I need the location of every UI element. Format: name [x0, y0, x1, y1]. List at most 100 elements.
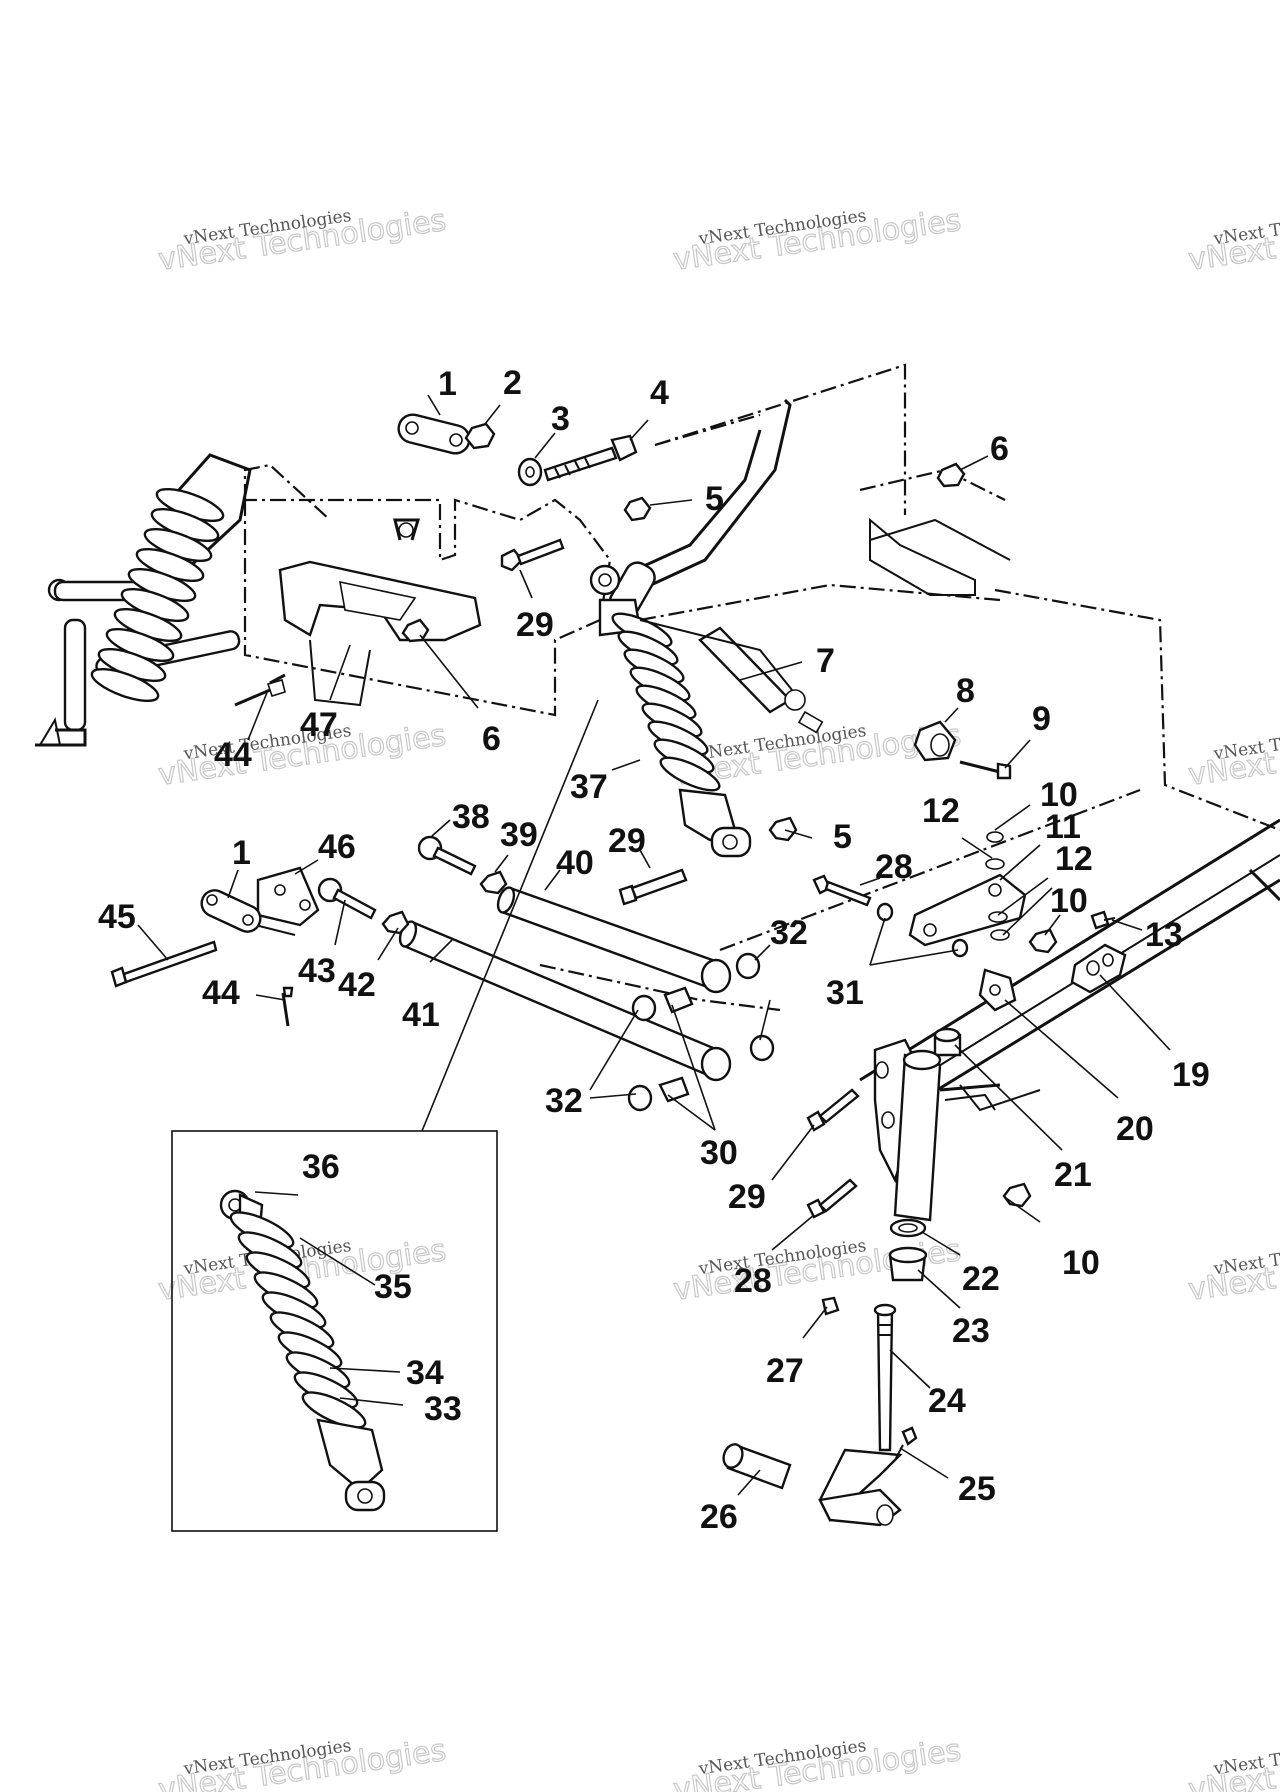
callout-21: 21 [1054, 1156, 1092, 1194]
part-28-bolt-upper [812, 874, 872, 907]
callout-12: 12 [922, 792, 960, 830]
part-44-pin-lower [281, 986, 294, 1027]
callout-26: 26 [700, 1498, 738, 1536]
part-27-screw [821, 1296, 840, 1316]
inset-shock-absorber [219, 1189, 386, 1512]
callout-44: 44 [214, 736, 252, 774]
part-21-bushing [933, 1027, 962, 1057]
callout-32: 32 [770, 914, 808, 952]
callout-6: 6 [990, 430, 1009, 468]
left-coil-spring [90, 487, 225, 703]
watermark: vNext Technologies vNext Technologies [156, 1732, 449, 1792]
part-29-bolt-upper [500, 538, 565, 572]
callout-35: 35 [374, 1268, 412, 1306]
part-callouts: 1 2 3 4 5 6 29 7 8 9 47 6 44 37 10 12 11… [98, 364, 1210, 1536]
watermark: vNext Technologies vNext Technologies [156, 202, 449, 278]
upper-control-arm [639, 619, 824, 734]
callout-7: 7 [816, 642, 835, 680]
callout-36: 36 [302, 1148, 340, 1186]
callout-10: 10 [1062, 1244, 1100, 1282]
part-23-bushing [888, 1246, 928, 1282]
callout-30: 30 [700, 1134, 738, 1172]
shock-detail-inset [171, 699, 599, 1532]
watermark: vNext Technologies vNext Technologies [671, 202, 964, 278]
callout-28: 28 [734, 1262, 772, 1300]
lower-frame-line [719, 788, 1141, 952]
callout-3: 3 [551, 400, 570, 438]
callout-34: 34 [406, 1354, 444, 1392]
callout-31: 31 [826, 974, 864, 1012]
callout-33: 33 [424, 1390, 462, 1428]
callout-1: 1 [438, 365, 457, 403]
callout-10: 10 [1040, 776, 1078, 814]
inset-frame [171, 1130, 498, 1532]
callout-5: 5 [833, 818, 852, 856]
callout-6: 6 [482, 720, 501, 758]
callout-42: 42 [338, 966, 376, 1004]
part-10-nut-lower [1002, 1182, 1032, 1208]
callout-41: 41 [402, 996, 440, 1034]
part-26-sleeve [722, 1443, 792, 1490]
callout-28: 28 [875, 848, 913, 886]
upper-bracket-2 [869, 518, 1011, 561]
callout-29: 29 [516, 606, 554, 644]
callout-11: 11 [1045, 808, 1081, 846]
callout-2: 2 [503, 364, 522, 402]
part-46-plate [253, 866, 320, 936]
callout-29: 29 [728, 1178, 766, 1216]
callout-29: 29 [608, 822, 646, 860]
callout-13: 13 [1145, 916, 1183, 954]
part-45-bolt [110, 940, 218, 988]
part-43-rod-end-lower [317, 877, 377, 920]
callout-43: 43 [298, 952, 336, 990]
callout-22: 22 [962, 1260, 1000, 1298]
part-1-lower-plate [200, 889, 262, 933]
callout-5: 5 [705, 480, 724, 518]
upper-bracket [869, 517, 976, 596]
part-25-screw [895, 1426, 918, 1459]
part-5-nut-mid [768, 816, 798, 842]
callout-25: 25 [958, 1470, 996, 1508]
part-24-spindle [818, 1303, 903, 1527]
part-10-washer [985, 831, 1005, 870]
part-5-nut-upper [623, 496, 652, 522]
callout-38: 38 [452, 798, 490, 836]
side-panel-edge [639, 398, 792, 592]
spindle-housing [873, 1038, 1001, 1222]
side-panel-edge-inner [634, 429, 762, 572]
part-9-grease-fitting [959, 760, 1012, 780]
lower-frame-line-2 [539, 963, 781, 1012]
part-44-pin-upper [269, 673, 286, 685]
part-39-nut [479, 870, 508, 895]
callout-47: 47 [300, 706, 338, 744]
callout-46: 46 [318, 828, 356, 866]
left-support [243, 463, 331, 521]
part-29-bolt-mid [618, 868, 688, 906]
main-shock-absorber [589, 561, 752, 858]
callout-39: 39 [500, 816, 538, 854]
callout-24: 24 [928, 1382, 966, 1420]
part-1-upper-plate [397, 413, 471, 455]
part-22-washer [889, 1218, 927, 1238]
part-10-nut-mid [1028, 928, 1058, 954]
part-13-screw [1090, 910, 1116, 930]
part-47-pin [234, 679, 286, 707]
callout-12: 12 [1055, 840, 1093, 878]
center-frame-line [639, 583, 1001, 622]
callout-10: 10 [1050, 882, 1088, 920]
part-4-bolt [543, 434, 638, 482]
part-2-nut [464, 422, 496, 450]
callout-32: 32 [545, 1082, 583, 1120]
watermark: vNext Technologies vNext Technologies [1186, 202, 1280, 278]
left-suspension-assembly [35, 453, 252, 747]
part-6-nut-bracket [401, 618, 430, 643]
part-6-nut-right [936, 462, 966, 488]
leader-lines [137, 394, 1171, 1496]
callout-40: 40 [556, 844, 594, 882]
callout-19: 19 [1172, 1056, 1210, 1094]
part-8-bushing [913, 720, 957, 762]
part-20-bracket [978, 968, 1017, 1012]
part-42-nut [381, 910, 410, 935]
bulkhead-panel [243, 498, 612, 717]
